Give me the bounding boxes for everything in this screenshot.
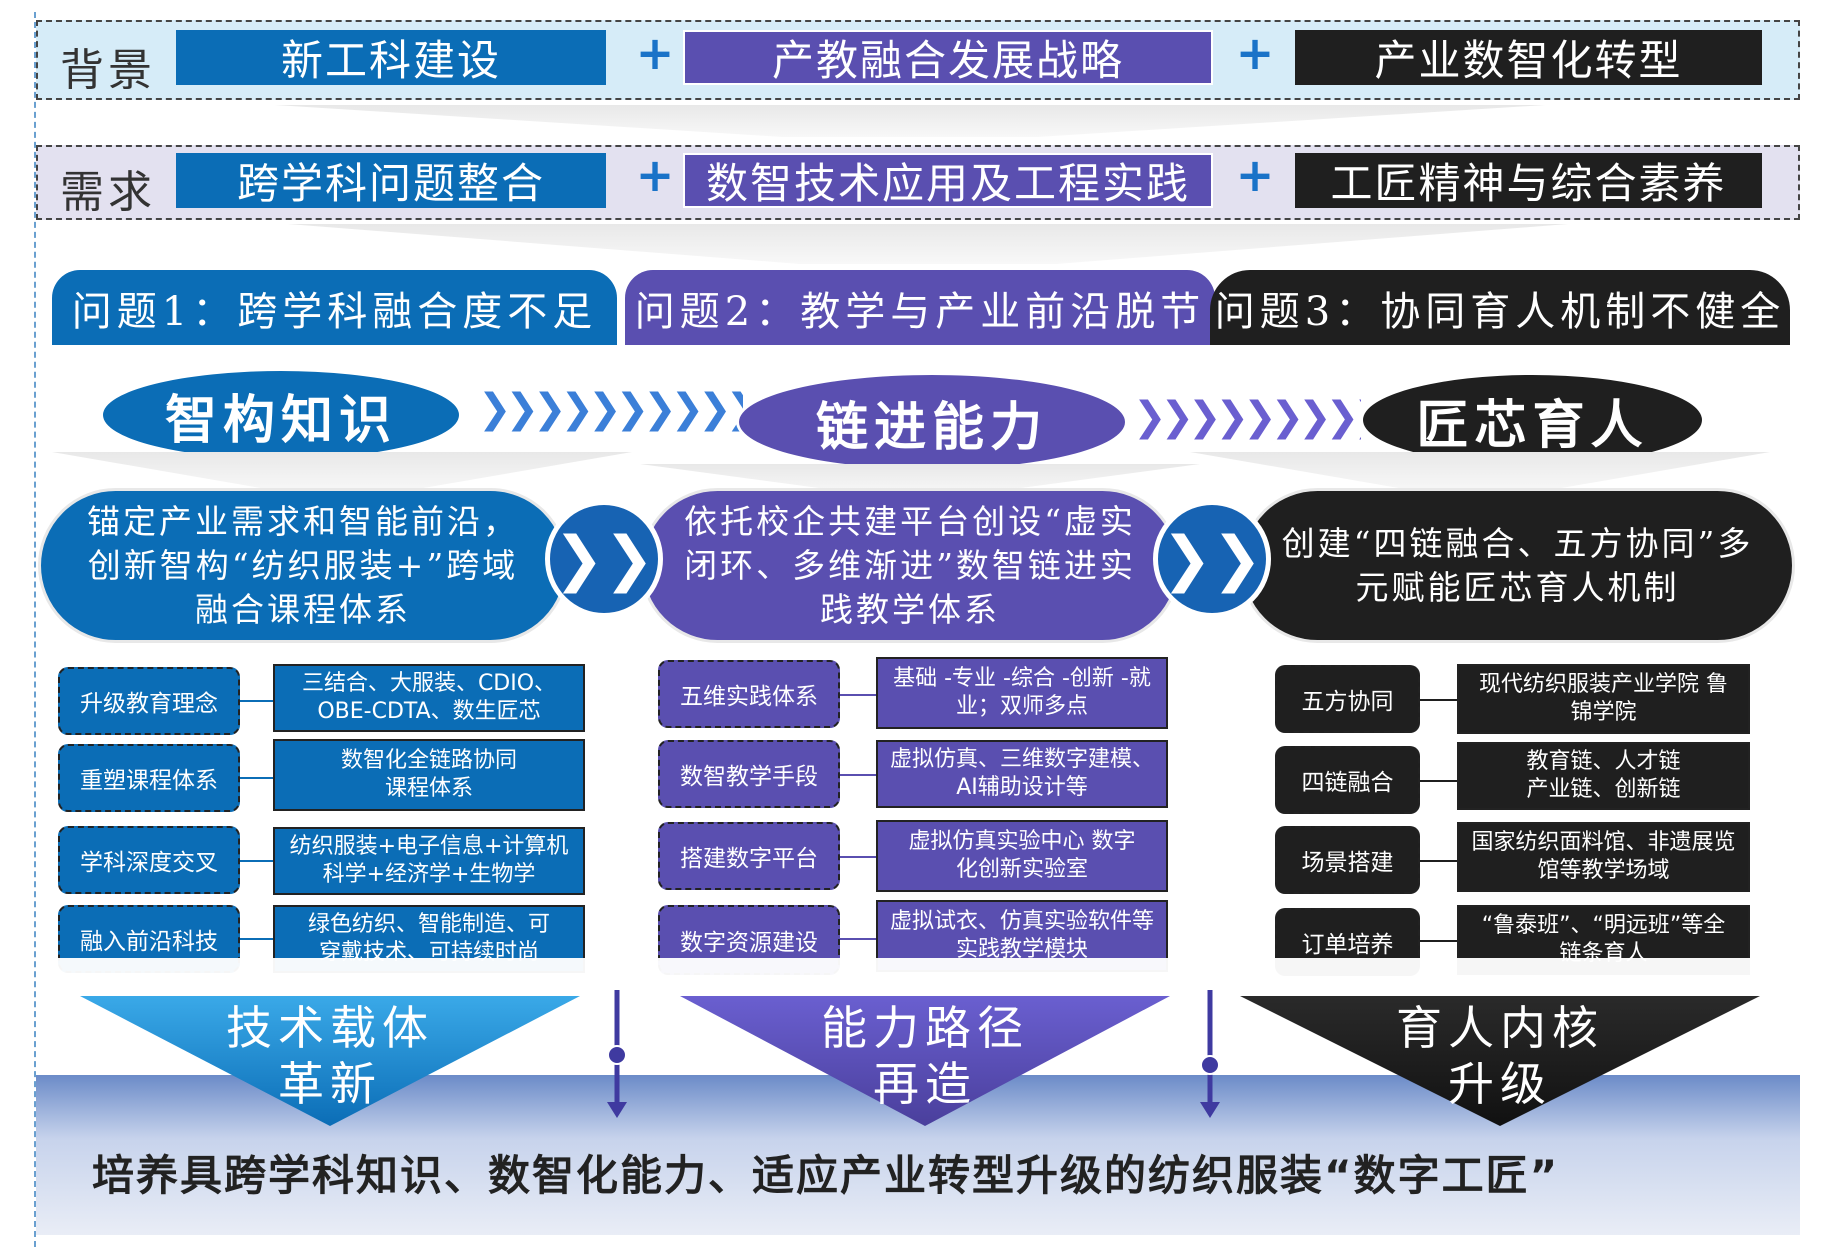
- outcome-1-line1: 技术载体: [226, 1001, 434, 1055]
- connector: [240, 938, 273, 940]
- chevrons-icon: ❯❯❯❯❯❯❯❯❯❯❯❯❯: [1133, 394, 1361, 440]
- connector: [1420, 780, 1457, 782]
- divider-arrow-icon: [607, 990, 627, 1118]
- col3-detail-3: 国家纺织面料馆、非遗展览馆等教学场域: [1457, 822, 1750, 892]
- goal-statement: 培养具跨学科知识、数智化能力、适应产业转型升级的纺织服装“数字工匠”: [92, 1151, 1560, 1200]
- fade-band: [36, 958, 1800, 996]
- outcome-3-line2: 升级: [1448, 1057, 1552, 1111]
- col3-detail-2: 教育链、人才链 产业链、创新链: [1457, 742, 1750, 810]
- plus-icon: +: [1235, 26, 1275, 80]
- connector: [240, 777, 273, 779]
- col1-detail-3: 纺织服装+电子信息+计算机科学+经济学+生物学: [273, 827, 585, 895]
- col1-label-2: 重塑课程体系: [58, 744, 240, 812]
- plus-icon: +: [635, 26, 675, 80]
- demand-item-1: 跨学科问题整合: [176, 153, 606, 208]
- connector: [1420, 699, 1457, 701]
- demand-item-2: 数智技术应用及工程实践: [683, 153, 1213, 208]
- col2-label-3: 搭建数字平台: [658, 822, 840, 890]
- problem-tab-3: 问题3：协同育人机制不健全: [1210, 270, 1790, 345]
- background-label: 背景: [60, 45, 156, 96]
- outcome-2-line2: 再造: [873, 1057, 977, 1111]
- divider-arrow-icon: [1200, 990, 1220, 1118]
- outcome-3-line1: 育人内核: [1396, 1001, 1604, 1055]
- demand-item-3: 工匠精神与综合素养: [1295, 153, 1762, 208]
- chevrons-icon: ❯❯❯❯❯❯❯❯❯❯❯❯❯: [478, 386, 743, 432]
- col1-detail-1: 三结合、大服装、CDIO、OBE-CDTA、数生匠芯: [273, 664, 585, 732]
- strategy-pill-2: 依托校企共建平台创设“虚实闭环、多维渐进”数智链进实践教学体系: [640, 488, 1180, 643]
- outcome-2-line1: 能力路径: [821, 1001, 1029, 1055]
- col2-detail-3: 虚拟仿真实验中心 数字化创新实验室: [876, 820, 1168, 892]
- col1-label-1: 升级教育理念: [58, 667, 240, 735]
- connector: [1420, 940, 1457, 942]
- col2-label-2: 数智教学手段: [658, 740, 840, 808]
- col2-label-1: 五维实践体系: [658, 660, 840, 728]
- double-chevron-icon: ❯❯: [1153, 500, 1271, 618]
- connector: [1420, 860, 1457, 862]
- connector: [840, 856, 876, 858]
- theme-2: 链进能力: [736, 372, 1128, 472]
- connector: [840, 694, 876, 696]
- problem-tab-2: 问题2：教学与产业前沿脱节: [625, 270, 1215, 345]
- background-item-2: 产教融合发展战略: [683, 30, 1213, 85]
- connector: [840, 774, 876, 776]
- plus-icon: +: [635, 148, 675, 202]
- col3-label-3: 场景搭建: [1275, 826, 1420, 894]
- background-item-1: 新工科建设: [176, 30, 606, 85]
- connector: [840, 938, 876, 940]
- strategy-pill-1: 锚定产业需求和智能前沿，创新智构“纺织服装+”跨域融合课程体系: [38, 488, 568, 643]
- col1-label-3: 学科深度交叉: [58, 826, 240, 894]
- plus-icon: +: [1235, 148, 1275, 202]
- col2-detail-2: 虚拟仿真、三维数字建模、AI辅助设计等: [876, 740, 1168, 808]
- col3-detail-1: 现代纺织服装产业学院 鲁锦学院: [1457, 664, 1750, 734]
- problem-tab-1: 问题1：跨学科融合度不足: [52, 270, 617, 345]
- demand-label: 需求: [60, 167, 156, 218]
- col3-label-2: 四链融合: [1275, 746, 1420, 814]
- outcome-1-line2: 革新: [278, 1057, 382, 1111]
- theme-1: 智构知识: [100, 368, 462, 462]
- background-item-3: 产业数智化转型: [1295, 30, 1762, 85]
- outer-frame: [34, 12, 1804, 1247]
- strategy-pill-3: 创建“四链融合、五方协同”多元赋能匠芯育人机制: [1240, 488, 1795, 643]
- col2-detail-1: 基础 -专业 -综合 -创新 -就业；双师多点: [876, 657, 1168, 729]
- col1-detail-2: 数智化全链路协同课程体系: [273, 739, 585, 811]
- connector: [240, 700, 273, 702]
- connector: [240, 860, 273, 862]
- outcome-1: 技术载体 革新: [200, 1000, 460, 1112]
- col3-label-1: 五方协同: [1275, 665, 1420, 733]
- double-chevron-icon: ❯❯: [545, 500, 663, 618]
- outcome-2: 能力路径 再造: [795, 1000, 1055, 1112]
- outcome-3: 育人内核 升级: [1370, 1000, 1630, 1112]
